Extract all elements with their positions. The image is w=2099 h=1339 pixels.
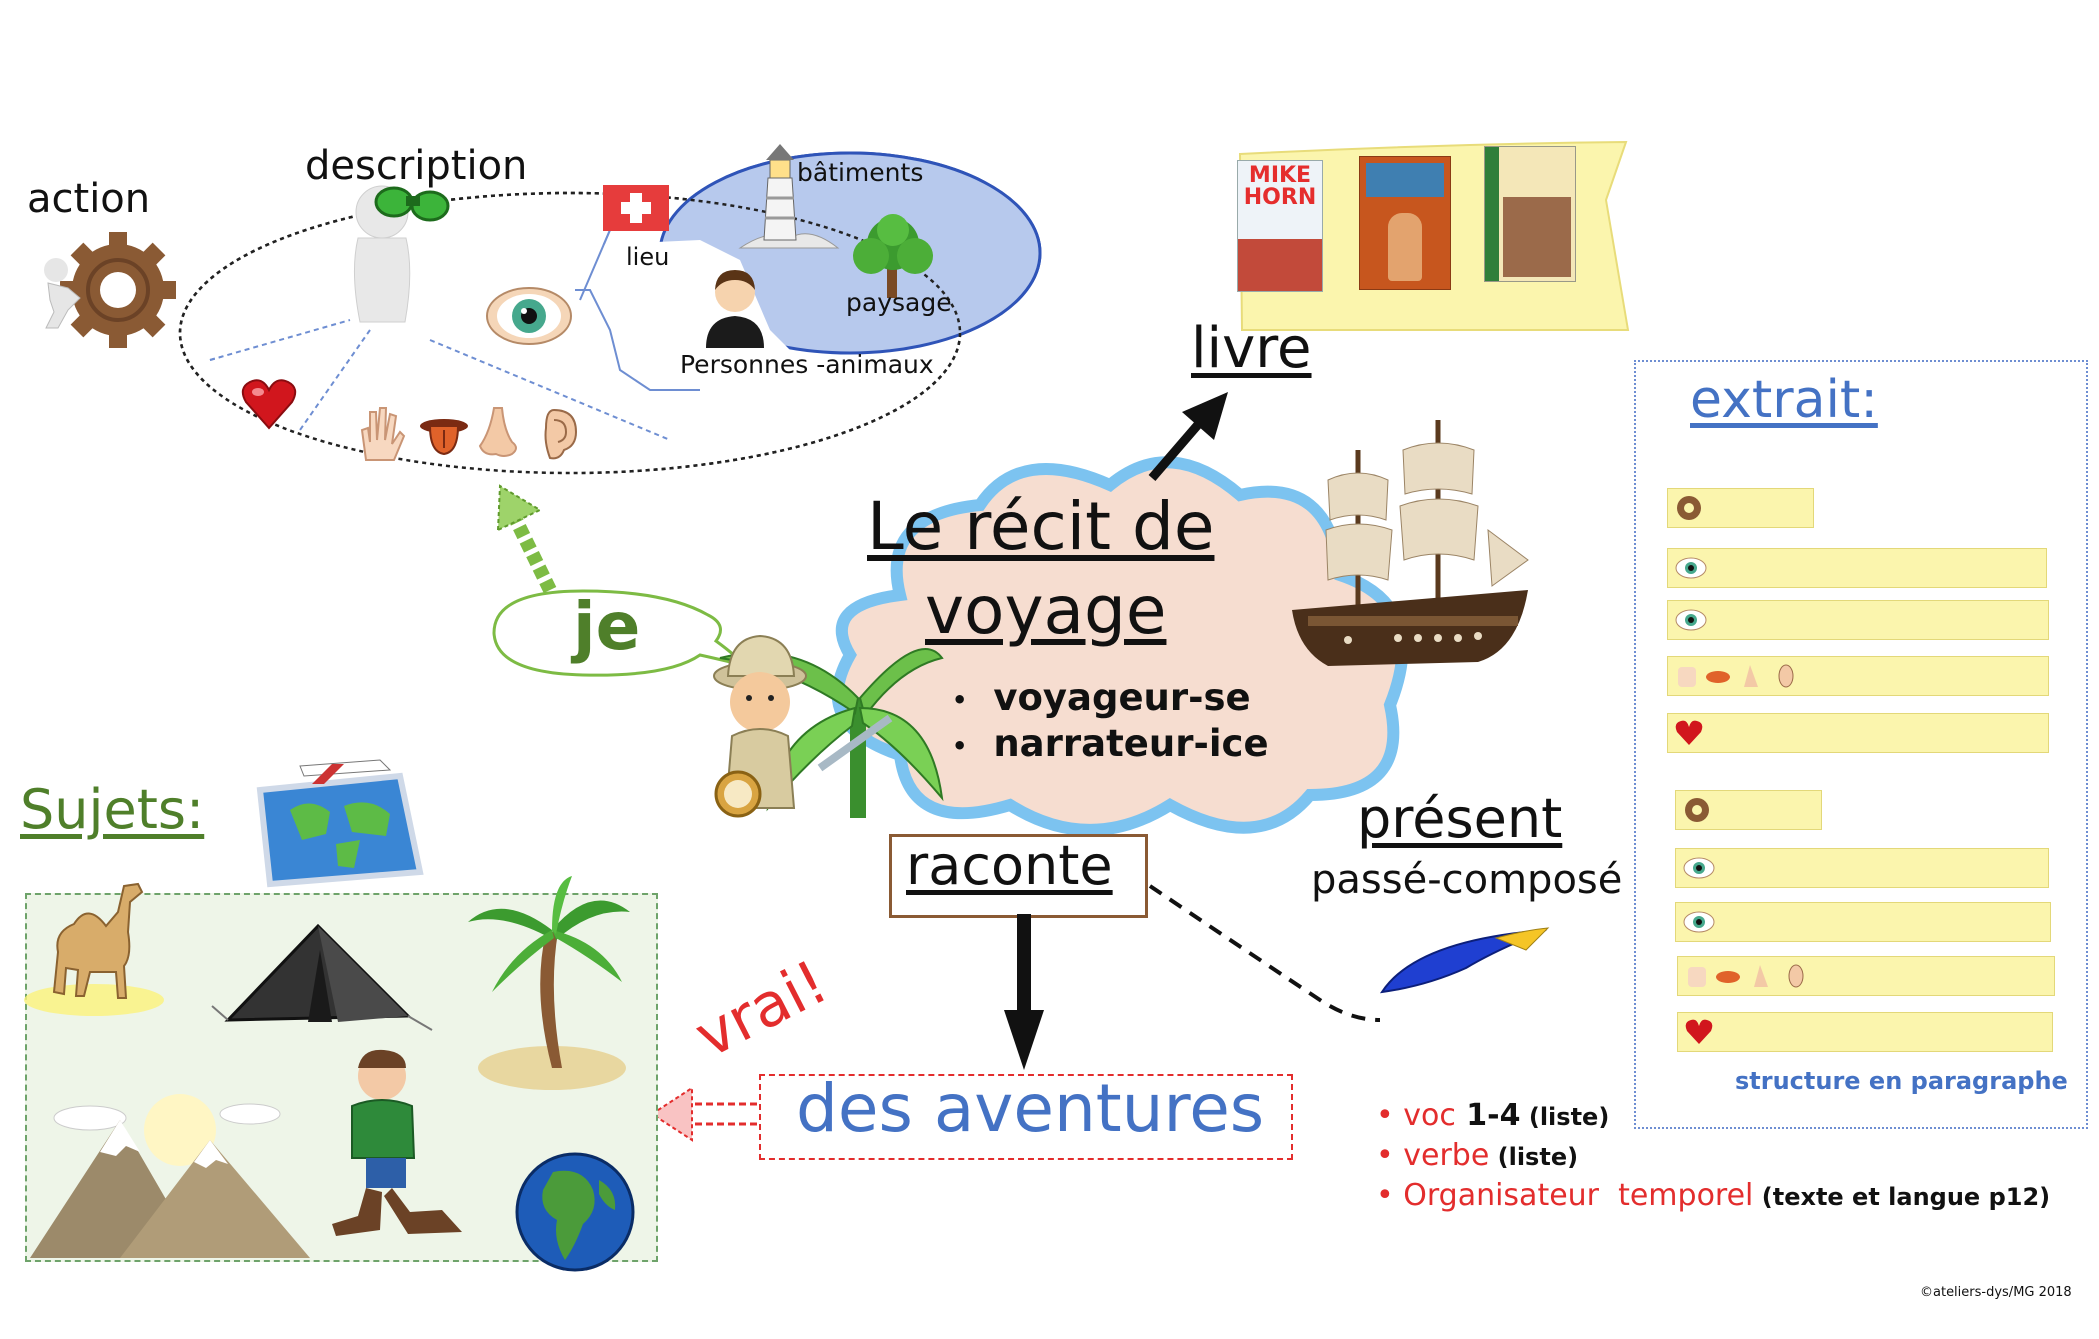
globe-icon [515,1152,635,1272]
center-bullet-1: • voyageur-se [952,676,1251,719]
note-bullet: • [1376,1098,1404,1133]
extrait-slot-eye-1 [1667,548,2047,588]
extrait-slot-action [1667,488,1814,528]
je-label: je [573,588,641,665]
gear-icon [1677,496,1701,520]
bullet-dot: • [952,685,968,714]
center-title-line1: Le récit de [867,488,1215,565]
world-map-icon [256,759,424,888]
palm-explorer-illustration [713,634,944,818]
tent-icon [211,923,433,1031]
aventures-arrow [650,1086,758,1142]
description-label: description [305,143,528,189]
lieu-label: lieu [626,243,670,271]
quill-icon [1379,927,1550,994]
paysage-label: paysage [846,288,952,317]
bullet-text: narrateur-ice [993,722,1269,765]
explorer-icon [713,634,893,818]
personnes-label: Personnes -animaux [680,350,934,379]
eye-icon [1683,911,1715,933]
tongue-icon [420,419,468,456]
note-red-text: verbe [1403,1138,1490,1173]
book-3-image [1503,197,1571,277]
extrait-slot-senses-1 [1667,656,2049,696]
note-small-text: (liste) [1489,1143,1579,1171]
mountains-icon [30,1094,310,1258]
center-title-line2: voyage [925,572,1167,649]
bullet-text: voyageur-se [993,676,1251,719]
note-voc: • voc 1-4 (liste) [1376,1098,1609,1133]
ear-icon [544,408,578,460]
extrait-slot-eye-4 [1675,902,2051,942]
binoculars-icon [353,185,450,323]
eye-icon [1675,609,1707,631]
gear-icon [1685,798,1709,822]
heart-icon [1685,1019,1713,1044]
passe-compose-label: passé-composé [1311,857,1623,903]
extrait-slot-senses-2 [1677,956,2055,996]
extrait-title: extrait: [1690,370,1878,430]
hand-icon [360,407,406,461]
bullet-dot: • [952,731,968,760]
book-1-image [1238,239,1322,291]
book-cover-1: MIKE HORN [1237,160,1323,292]
eye-icon [1683,857,1715,879]
aventures-label: des aventures [796,1070,1265,1147]
ship-icon [1292,420,1529,666]
note-black-text: 1-4 [1455,1098,1521,1133]
action-label: action [27,176,151,222]
vrai-label: vrai! [684,947,839,1072]
book-2-band [1366,163,1444,197]
je-bubble [492,589,747,677]
raconte-label: raconte [906,834,1113,897]
palm-island-icon [468,876,630,1090]
camel-icon [24,882,164,1016]
person-icon [706,270,764,348]
note-bullet: • [1376,1178,1404,1213]
tree-icon [853,214,933,298]
note-red-text: voc [1403,1098,1456,1133]
eye-icon [1675,557,1707,579]
green-arrow [496,484,557,594]
batiments-label: bâtiments [797,158,924,187]
extrait-slot-heart-2 [1677,1012,2053,1052]
cloud-shape [831,456,1409,836]
extrait-footer: structure en paragraphe [1735,1067,2068,1095]
sujets-title: Sujets: [20,778,205,841]
note-verbe: • verbe (liste) [1376,1138,1578,1173]
senses-icons [360,407,578,461]
heart-icon [1675,720,1703,745]
book-3-band [1485,147,1499,281]
extrait-slot-action-2 [1675,790,1822,830]
note-organisateur: • Organisateur temporel (texte et langue… [1376,1178,2050,1213]
center-bullet-2: • narrateur-ice [952,722,1269,765]
nose-icon [478,407,517,457]
extrait-slot-heart-1 [1667,713,2049,753]
copyright: ©ateliers-dys/MG 2018 [1920,1285,2072,1300]
livre-arrow [1148,392,1228,481]
raconte-connectors [1004,884,1381,1070]
senses-icon [1678,664,1794,688]
book-cover-3 [1484,146,1576,282]
aventures-box [759,1074,1293,1160]
swiss-flag-icon [603,185,669,231]
hiker-icon [332,1049,462,1236]
gear-icon [44,232,176,348]
senses-icon [1688,964,1804,988]
note-bullet: • [1376,1138,1404,1173]
lighthouse-icon [738,144,840,249]
note-red-text: Organisateur temporel [1403,1178,1754,1213]
note-small-text: (texte et langue p12) [1753,1183,2051,1211]
book-1-title: MIKE HORN [1243,163,1317,210]
extrait-slot-eye-2 [1667,600,2049,640]
eye-icon [486,287,572,345]
book-2-figure [1388,213,1422,281]
note-small-text: (liste) [1520,1103,1610,1131]
book-cover-2 [1359,156,1451,290]
present-label: présent [1357,787,1563,850]
extrait-slot-eye-3 [1675,848,2049,888]
livre-label: livre [1191,316,1312,381]
heart-icon [241,379,297,430]
